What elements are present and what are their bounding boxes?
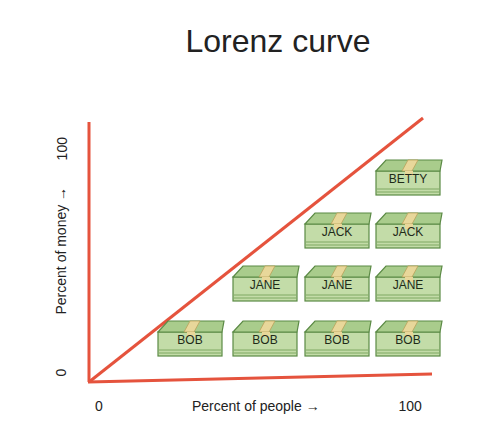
money-band [331,266,347,277]
y-axis [88,122,91,382]
bill-edge [377,192,439,193]
person-name: JACK [372,226,444,239]
chart-title: Lorenz curve [186,24,371,59]
bill-edge [377,298,439,299]
stack-top [233,266,299,277]
money-stack: JACK [372,206,444,252]
person-name: BOB [301,334,373,347]
money-band [331,213,347,224]
bill-edge [377,242,439,243]
person-name: JANE [229,279,301,292]
equality-line [89,118,423,382]
axis-min: 0 [54,368,69,376]
bill-edge [234,350,296,351]
stack-top [305,266,371,277]
money-stack: BOB [301,314,373,360]
stack-top [376,321,442,332]
money-band [184,321,200,332]
bill-edge [306,353,368,354]
axis-title: Percent of money → [54,186,69,314]
stack-top [376,266,442,277]
money-band [259,321,275,332]
money-band [402,160,418,171]
person-name: JACK [301,226,373,239]
money-stack: JANE [301,259,373,305]
person-name: BOB [229,334,301,347]
bill-edge [159,350,221,351]
stack-top [376,213,442,224]
bill-edge [234,353,296,354]
x-axis [88,374,432,382]
axis-max: 100 [399,399,422,414]
stack-top [233,321,299,332]
money-stack: BOB [372,314,444,360]
bill-edge [377,295,439,296]
person-name: JANE [372,279,444,292]
money-band [402,266,418,277]
bill-edge [306,295,368,296]
bill-edge [377,189,439,190]
money-band [259,266,275,277]
bill-edge [159,353,221,354]
person-name: BOB [154,334,226,347]
money-stack: JANE [229,259,301,305]
money-band [331,321,347,332]
bill-edge [234,295,296,296]
bill-edge [306,242,368,243]
stack-top [305,321,371,332]
money-stack: JACK [301,206,373,252]
axis-min: 0 [95,399,103,414]
stack-top [305,213,371,224]
money-band [402,213,418,224]
money-stack: JANE [372,259,444,305]
bill-edge [306,350,368,351]
bill-edge [306,298,368,299]
bill-edge [234,298,296,299]
money-band [402,321,418,332]
stack-top [376,160,442,171]
stack-top [158,321,224,332]
person-name: BOB [372,334,444,347]
person-name: BETTY [372,173,444,186]
bill-edge [377,350,439,351]
axis-max: 100 [54,137,69,160]
money-stack: BETTY [372,153,444,199]
bill-edge [306,245,368,246]
bill-edge [377,245,439,246]
axis-title: Percent of people → [192,399,320,414]
money-stack: BOB [154,314,226,360]
bill-edge [377,353,439,354]
money-stack: BOB [229,314,301,360]
person-name: JANE [301,279,373,292]
